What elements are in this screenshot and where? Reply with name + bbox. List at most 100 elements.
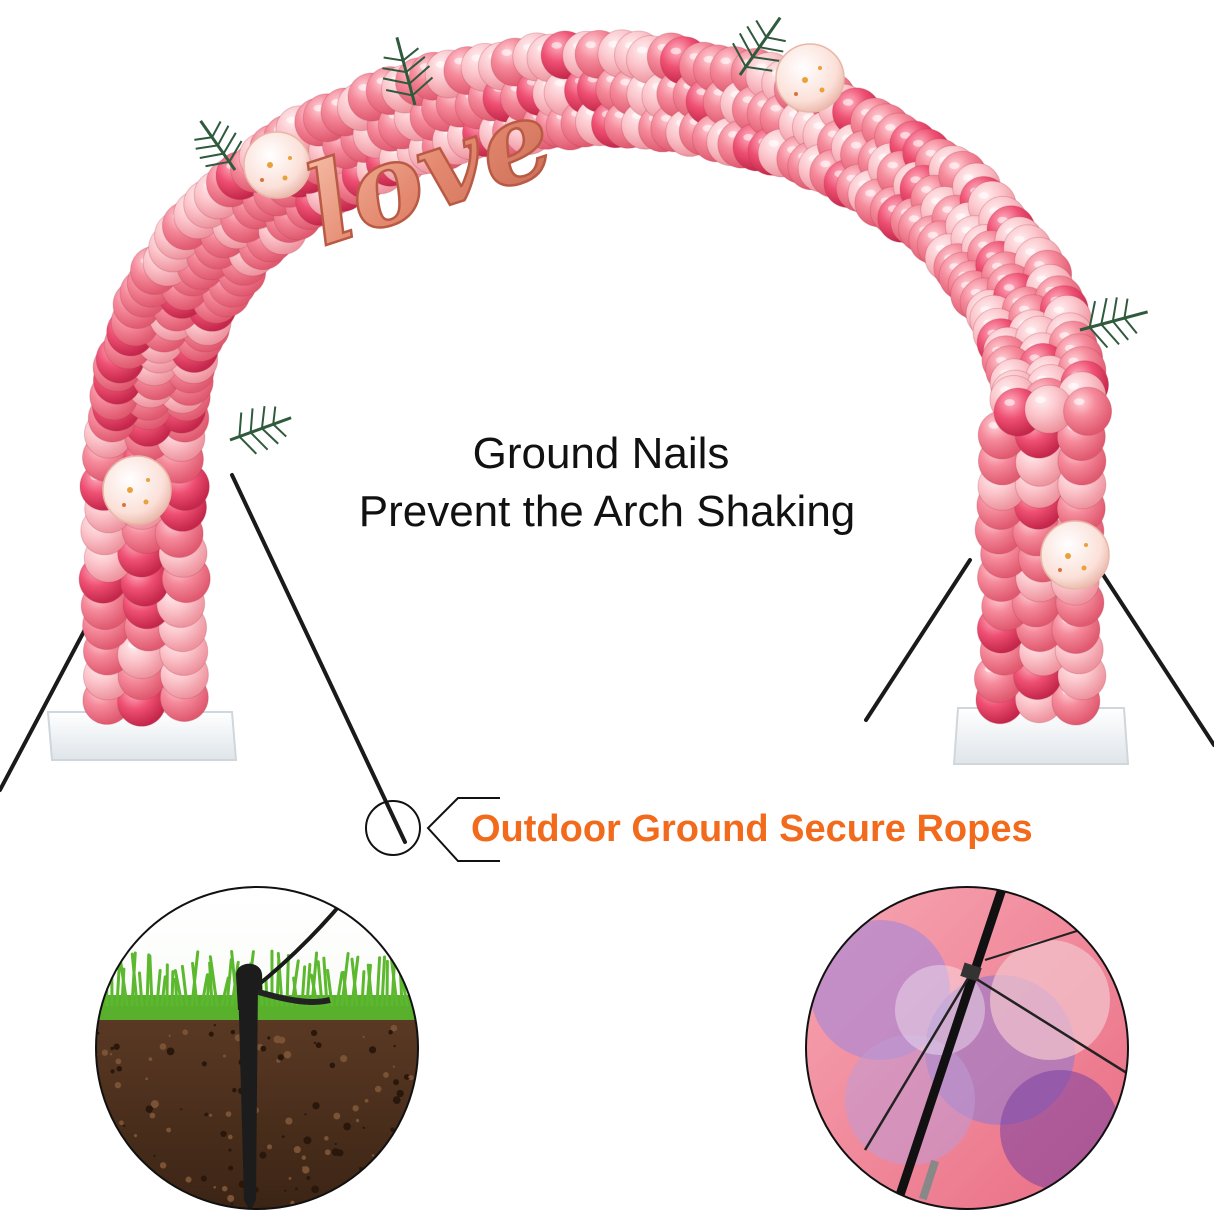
soil-speck — [228, 1165, 234, 1171]
soil-speck — [133, 1134, 138, 1138]
balloon-highlight — [554, 79, 565, 87]
balloon-highlight — [913, 139, 924, 147]
callout-label: Outdoor Ground Secure Ropes — [471, 808, 1033, 850]
soil-speck — [333, 1112, 341, 1120]
soil-speck — [230, 1202, 234, 1206]
soil-speck — [390, 1024, 398, 1032]
balloon-highlight — [921, 186, 932, 193]
soil-speck — [288, 1176, 292, 1180]
soil-speck — [311, 1185, 320, 1194]
soil-speck — [355, 1118, 360, 1123]
soil-speck — [310, 1029, 318, 1037]
soil-speck — [200, 1175, 207, 1182]
stake-icon — [236, 963, 262, 1209]
grass-blade — [316, 960, 324, 1007]
soil-speck — [150, 1100, 159, 1109]
soil-speck — [304, 1113, 307, 1116]
soil-speck — [114, 1081, 122, 1089]
soil-speck — [185, 1176, 192, 1183]
soil-speck — [362, 1208, 369, 1209]
soil-speck — [232, 1088, 237, 1093]
soil-speck — [371, 1154, 375, 1157]
balloon-highlight — [1073, 398, 1085, 406]
soil-speck — [385, 1154, 388, 1158]
soil-speck — [331, 1148, 340, 1157]
soil-speck — [293, 1146, 301, 1154]
balloon-highlight — [768, 139, 779, 147]
soil-speck — [393, 1079, 400, 1086]
balloon-highlight — [770, 104, 781, 112]
grass-blade — [180, 964, 189, 1007]
soil-speck — [166, 1127, 172, 1133]
soil-speck — [160, 1192, 165, 1197]
soil-speck — [281, 1135, 285, 1139]
soil-speck — [98, 1163, 103, 1167]
balloon-highlight — [743, 133, 754, 141]
soil-speck — [266, 1144, 273, 1150]
soil-speck — [267, 1036, 271, 1040]
balloon-highlight — [620, 78, 631, 86]
soil-speck — [159, 1043, 167, 1050]
soil-speck — [109, 1053, 113, 1056]
soil-speck — [230, 1029, 236, 1035]
soil-speck — [159, 1162, 167, 1169]
headline-line-2: Prevent the Arch Shaking — [358, 487, 856, 536]
circle-bracket-icon — [365, 797, 500, 862]
grass-blade — [200, 973, 209, 1007]
soil-speck — [116, 1066, 122, 1072]
soil-speck — [284, 1189, 287, 1192]
balloon-highlight — [925, 149, 937, 157]
soil-speck — [153, 1154, 156, 1157]
grass-blade — [88, 970, 92, 1005]
soil-speck — [421, 1125, 428, 1132]
soil-speck — [362, 1126, 365, 1130]
soil-speck — [383, 1072, 389, 1078]
headline-line-1: Ground Nails — [472, 429, 730, 478]
balloon-highlight — [1013, 235, 1025, 243]
secure-ropes — [0, 473, 1214, 844]
grass-blade — [145, 953, 151, 1007]
soil-speck — [145, 1077, 149, 1081]
balloon-highlight — [842, 98, 854, 106]
balloon-highlight — [887, 161, 898, 169]
balloon-highlight — [1003, 284, 1015, 291]
grass-blade — [426, 974, 427, 1005]
soil-speck — [133, 1193, 137, 1197]
grass-blade — [208, 955, 219, 1007]
soil-speck — [162, 1208, 169, 1209]
soil-speck — [394, 1202, 398, 1205]
ground-stake-inset — [88, 886, 428, 1210]
soil-speck — [388, 1030, 393, 1035]
grass-blade — [173, 969, 184, 1007]
base-weights — [46, 707, 1130, 765]
soil-speck — [403, 1074, 410, 1080]
soil-speck — [168, 1034, 171, 1037]
soil-speck — [220, 1130, 227, 1137]
balloon-highlight — [927, 231, 939, 239]
balloon-highlight — [696, 88, 707, 96]
balloon-highlight — [585, 41, 596, 49]
balloon-highlight — [942, 206, 953, 213]
soil-speck — [100, 1150, 107, 1157]
soil-speck — [146, 1189, 150, 1194]
balloon-highlight — [1068, 382, 1079, 390]
soil-speck — [260, 1045, 267, 1052]
soil-speck — [364, 1098, 369, 1103]
soil-speck — [301, 1155, 307, 1160]
soil-speck — [331, 1202, 338, 1209]
soil-speck — [408, 1168, 413, 1172]
balloon-highlight — [1004, 399, 1015, 406]
balloon-highlight — [1035, 396, 1046, 404]
balloon-highlight — [661, 114, 672, 122]
grass-blade — [205, 973, 211, 1007]
grass-blade — [137, 971, 144, 1007]
palm-leaves — [194, 16, 1149, 455]
grass-blade — [326, 968, 334, 1007]
grass-blade — [225, 958, 233, 1007]
balloon-highlight — [949, 162, 960, 170]
balloon-highlight — [978, 192, 989, 199]
balloon-arch — [78, 29, 1113, 727]
confetti-balloons — [102, 43, 1110, 590]
grass-blade — [148, 954, 154, 1007]
